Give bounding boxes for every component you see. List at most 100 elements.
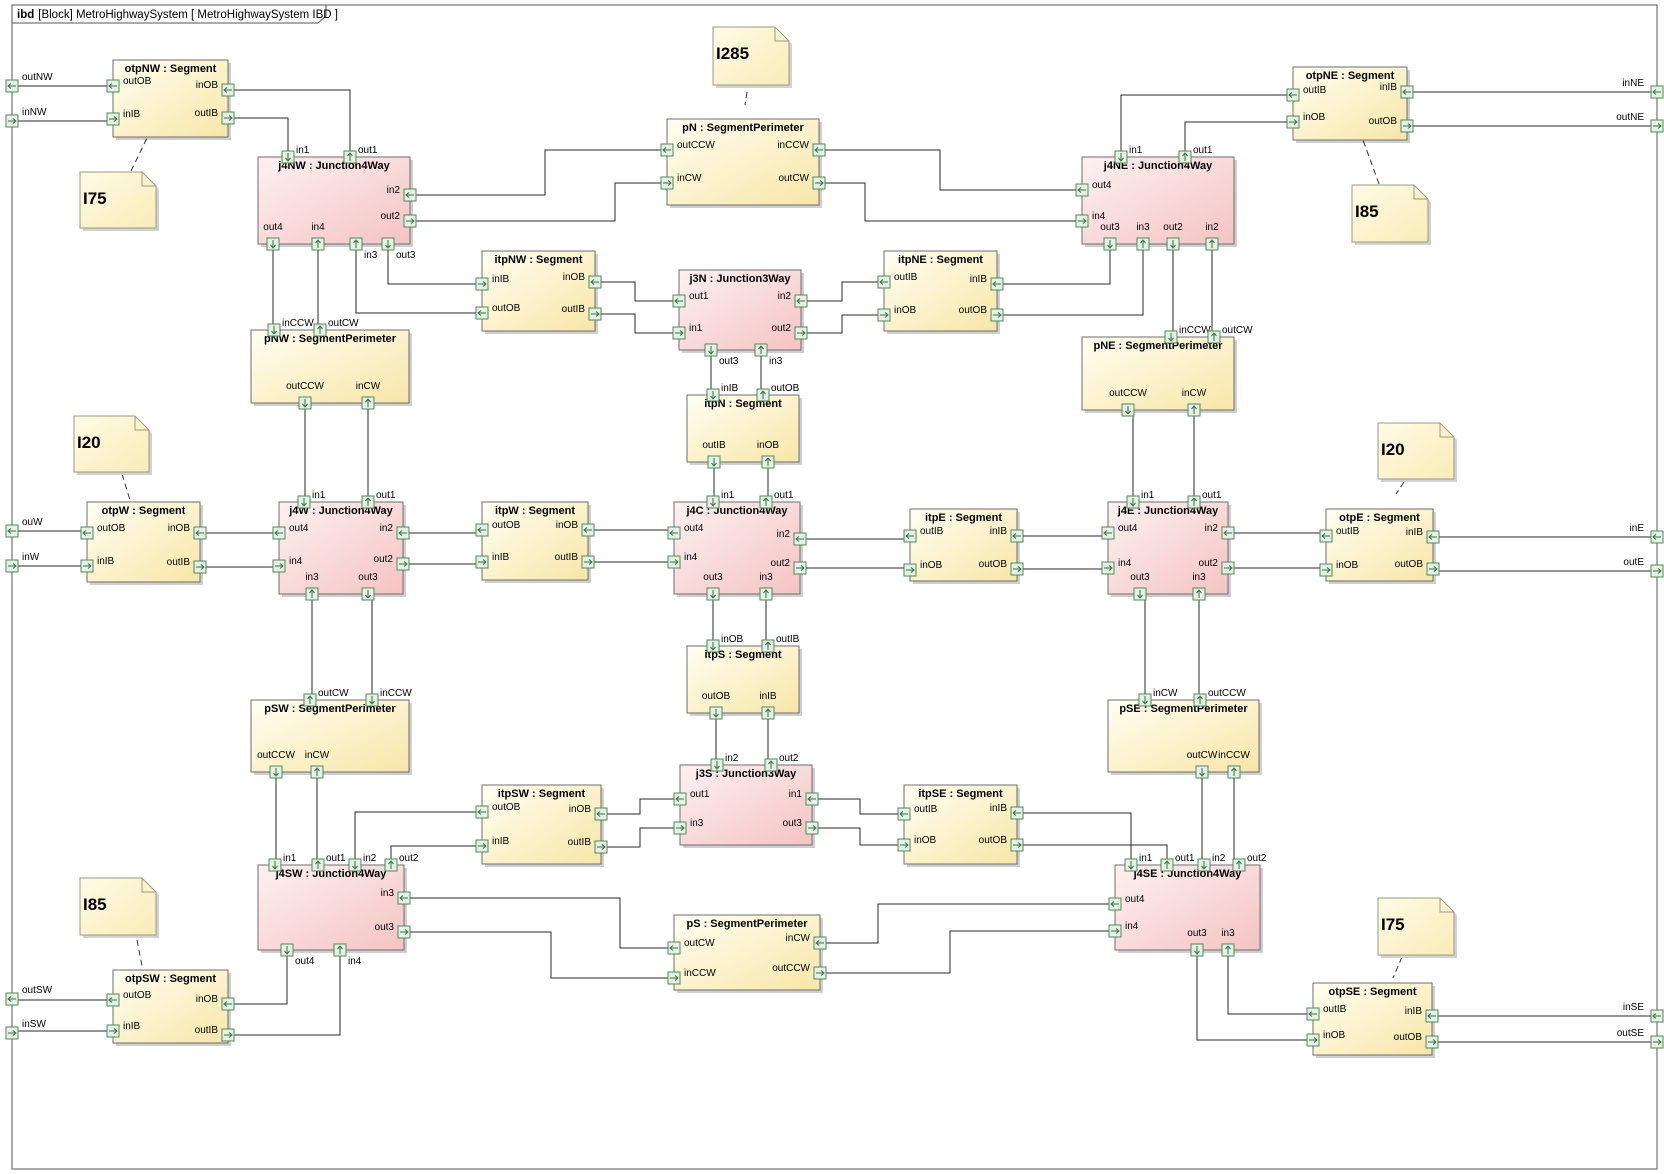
- connector-line[interactable]: [825, 182, 1076, 222]
- connector-line[interactable]: [234, 89, 351, 151]
- connector-line[interactable]: [818, 827, 898, 846]
- connector-line[interactable]: [234, 117, 289, 151]
- block-body[interactable]: [903, 784, 1018, 865]
- connector-line[interactable]: [387, 250, 476, 285]
- note-i85-ne[interactable]: I85: [1351, 139, 1431, 245]
- note-i75-se[interactable]: I75: [1377, 897, 1457, 979]
- block-body[interactable]: [1325, 508, 1434, 582]
- note-i20-e[interactable]: I20: [1377, 422, 1457, 495]
- block-body[interactable]: [883, 250, 998, 332]
- block-body[interactable]: [1292, 66, 1408, 141]
- connector-line[interactable]: [1023, 844, 1168, 859]
- connector-line[interactable]: [354, 811, 476, 859]
- connector-line[interactable]: [1003, 250, 1111, 285]
- block-pS[interactable]: pS : SegmentPerimeteroutCWinCCWinCWoutCC…: [667, 914, 827, 993]
- note-i75-nw[interactable]: I75: [79, 135, 159, 231]
- block-body[interactable]: [257, 156, 411, 245]
- block-body[interactable]: [481, 784, 602, 865]
- connector-line[interactable]: [826, 930, 1109, 974]
- note-i85-sw[interactable]: I85: [79, 877, 159, 967]
- block-body[interactable]: [686, 645, 800, 714]
- connector-line[interactable]: [410, 897, 668, 949]
- connector-line[interactable]: [1184, 121, 1287, 151]
- connector-line[interactable]: [1196, 956, 1307, 1041]
- block-body[interactable]: [481, 501, 589, 581]
- note-body[interactable]: [79, 877, 157, 936]
- block-body[interactable]: [686, 394, 800, 463]
- note-body[interactable]: [1377, 897, 1455, 956]
- connector-line[interactable]: [1003, 250, 1144, 316]
- block-body[interactable]: [1114, 864, 1261, 951]
- connector-line[interactable]: [416, 149, 661, 196]
- block-body[interactable]: [250, 699, 410, 773]
- block-body[interactable]: [679, 764, 813, 846]
- block-body[interactable]: [1107, 501, 1229, 595]
- block-body[interactable]: [250, 329, 410, 404]
- connector-line[interactable]: [1023, 812, 1132, 859]
- block-body[interactable]: [1107, 699, 1260, 773]
- note-i20-w[interactable]: I20: [73, 415, 152, 501]
- connector-line[interactable]: [234, 956, 341, 1036]
- connector-line[interactable]: [807, 314, 878, 334]
- connector-line[interactable]: [607, 798, 674, 815]
- block-pN[interactable]: pN : SegmentPerimeteroutCCWinCWinCCWoutC…: [660, 118, 826, 208]
- block-body[interactable]: [257, 864, 405, 951]
- connector-line[interactable]: [826, 903, 1109, 944]
- block-body[interactable]: [1081, 336, 1235, 411]
- note-body[interactable]: [712, 26, 790, 86]
- connector-line[interactable]: [410, 931, 668, 979]
- block-body[interactable]: [112, 59, 229, 138]
- note-i285[interactable]: I285: [712, 26, 792, 106]
- block-body[interactable]: [86, 501, 201, 583]
- block-body[interactable]: [673, 914, 821, 991]
- connector-line[interactable]: [416, 182, 661, 222]
- connector-line[interactable]: [825, 149, 1076, 191]
- connector-line[interactable]: [818, 798, 898, 815]
- connector-line[interactable]: [355, 250, 476, 314]
- block-body[interactable]: [1312, 982, 1433, 1056]
- block-body[interactable]: [678, 269, 802, 351]
- block-body[interactable]: [278, 501, 404, 595]
- connector-line[interactable]: [390, 845, 476, 859]
- block-body[interactable]: [112, 969, 229, 1044]
- connector-line[interactable]: [607, 827, 674, 848]
- connector-line[interactable]: [234, 956, 288, 1005]
- connector-line[interactable]: [601, 281, 673, 302]
- connector-line[interactable]: [1227, 956, 1307, 1015]
- connector-line[interactable]: [807, 281, 878, 302]
- block-body[interactable]: [909, 508, 1018, 582]
- block-body[interactable]: [481, 250, 596, 332]
- note-body[interactable]: [1377, 422, 1455, 480]
- note-body[interactable]: [79, 171, 157, 229]
- block-body[interactable]: [1081, 156, 1235, 245]
- connector-line[interactable]: [1120, 94, 1287, 151]
- note-body[interactable]: [73, 415, 150, 473]
- note-body[interactable]: [1351, 184, 1429, 243]
